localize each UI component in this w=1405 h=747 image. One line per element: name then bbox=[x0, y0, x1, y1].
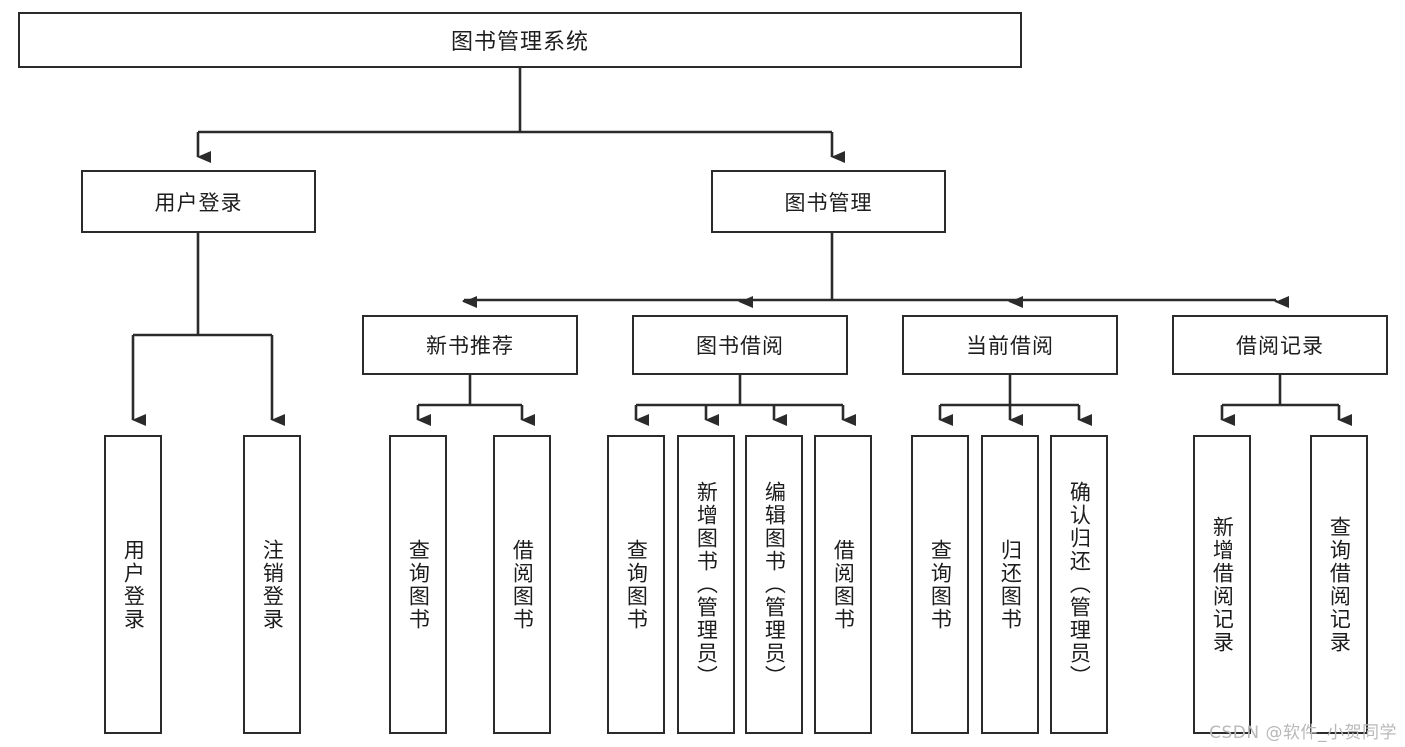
node-borrow-record[interactable]: 借阅记录 bbox=[1172, 315, 1388, 375]
leaf-user-login-login[interactable]: 用户登录 bbox=[104, 435, 162, 734]
leaf-borrow-query-book[interactable]: 查询图书 bbox=[607, 435, 665, 734]
node-book-borrow[interactable]: 图书借阅 bbox=[632, 315, 848, 375]
leaf-label: 查询图书 bbox=[406, 538, 431, 631]
leaf-label: 用户登录 bbox=[121, 538, 146, 631]
leaf-label: 借阅图书 bbox=[831, 538, 856, 631]
node-label: 用户登录 bbox=[154, 190, 243, 215]
leaf-current-return-book[interactable]: 归还图书 bbox=[981, 435, 1039, 734]
node-label: 图书管理系统 bbox=[450, 30, 589, 55]
leaf-recommend-query-book[interactable]: 查询图书 bbox=[389, 435, 447, 734]
leaf-record-query-borrow-record[interactable]: 查询借阅记录 bbox=[1310, 435, 1368, 734]
leaf-borrow-borrow-book[interactable]: 借阅图书 bbox=[814, 435, 872, 734]
node-book-management[interactable]: 图书管理 bbox=[711, 170, 946, 233]
csdn-watermark: CSDN @软件_小贺同学 bbox=[1209, 723, 1397, 743]
leaf-borrow-edit-book-admin[interactable]: 编辑图书（管理员） bbox=[745, 435, 803, 734]
node-root-system[interactable]: 图书管理系统 bbox=[18, 12, 1022, 68]
leaf-label: 新增图书（管理员） bbox=[694, 481, 719, 688]
leaf-label: 查询借阅记录 bbox=[1327, 515, 1352, 654]
node-user-login[interactable]: 用户登录 bbox=[81, 170, 316, 233]
node-label: 图书借阅 bbox=[696, 334, 784, 358]
node-label: 新书推荐 bbox=[426, 334, 514, 358]
leaf-label: 注销登录 bbox=[260, 538, 285, 631]
leaf-label: 查询图书 bbox=[928, 538, 953, 631]
leaf-label: 查询图书 bbox=[624, 538, 649, 631]
leaf-label: 借阅图书 bbox=[510, 538, 535, 631]
leaf-borrow-add-book-admin[interactable]: 新增图书（管理员） bbox=[677, 435, 735, 734]
node-label: 图书管理 bbox=[784, 190, 873, 215]
node-new-book-recommend[interactable]: 新书推荐 bbox=[362, 315, 578, 375]
node-current-borrow[interactable]: 当前借阅 bbox=[902, 315, 1118, 375]
leaf-label: 归还图书 bbox=[998, 538, 1023, 631]
leaf-record-add-borrow-record[interactable]: 新增借阅记录 bbox=[1193, 435, 1251, 734]
node-label: 借阅记录 bbox=[1236, 334, 1324, 358]
leaf-recommend-borrow-book[interactable]: 借阅图书 bbox=[493, 435, 551, 734]
leaf-current-confirm-return-admin[interactable]: 确认归还（管理员） bbox=[1050, 435, 1108, 734]
leaf-label: 编辑图书（管理员） bbox=[762, 481, 787, 688]
leaf-user-login-logout[interactable]: 注销登录 bbox=[243, 435, 301, 734]
leaf-current-query-book[interactable]: 查询图书 bbox=[911, 435, 969, 734]
leaf-label: 新增借阅记录 bbox=[1210, 515, 1235, 654]
leaf-label: 确认归还（管理员） bbox=[1067, 481, 1092, 688]
node-label: 当前借阅 bbox=[966, 334, 1054, 358]
